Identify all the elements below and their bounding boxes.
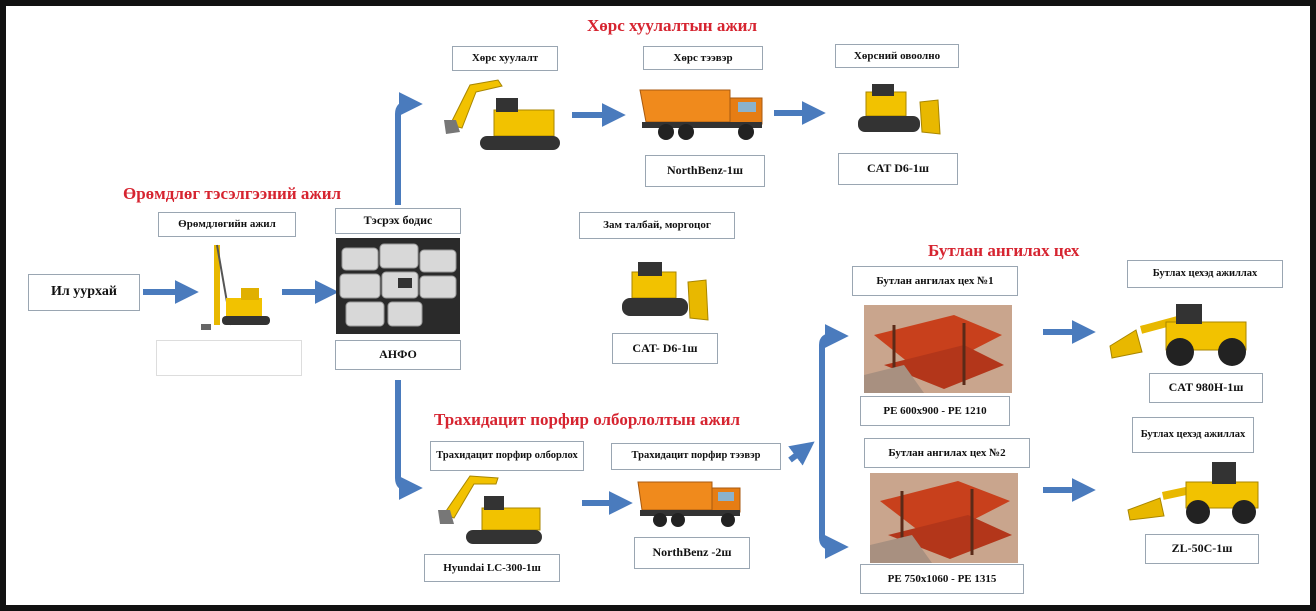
drilling-work-box: Өрөмдлөгийн ажил (158, 212, 296, 237)
arrow-split-up (819, 324, 849, 440)
stripping-box: Хөрс хуулалт (452, 46, 558, 71)
arrow-split-down (819, 440, 849, 559)
dump-truck-image-1 (639, 89, 763, 140)
road-area-box: Зам талбай, моргоцог (579, 212, 735, 239)
soil-transport-box: Хөрс тээвэр (643, 46, 763, 70)
crush-work-1-box: Бутлах цехэд ажиллах (1127, 260, 1283, 288)
northbenz-1-box: NorthBenz-1ш (645, 155, 765, 187)
bulldozer-image-2 (622, 262, 709, 321)
section-title-porphyry: Трахидацит порфир олборлолтын ажил (434, 410, 741, 429)
crusher-image-1 (864, 305, 1012, 393)
northbenz-2-box: NorthBenz -2ш (634, 537, 750, 569)
crush-shop-2-box: Бутлан ангилах цех №2 (864, 438, 1030, 468)
drill-rig-image (201, 244, 270, 330)
dump-truck-image-2 (637, 481, 741, 527)
excavator-image-1 (444, 79, 560, 150)
crush-shop-1-box: Бутлан ангилах цех №1 (852, 266, 1018, 296)
zl50c-box: ZL-50C-1ш (1145, 534, 1259, 564)
section-title-drilling: Өрөмдлөг тэсэлгээний ажил (123, 184, 342, 203)
section-title-crushing: Бутлан ангилах цех (928, 241, 1080, 260)
excavator-image-2 (438, 475, 542, 544)
crusher-image-2 (870, 473, 1018, 563)
anfo-box: АНФО (335, 340, 461, 370)
hyundai-box: Hyundai LC-300-1ш (424, 554, 560, 582)
cat-d6-1-box: CAT D6-1ш (838, 153, 958, 185)
crush-work-2-box: Бутлах цехэд ажиллах (1132, 417, 1254, 453)
arrow-down-to-porphyry (395, 380, 423, 500)
open-pit-box: Ил уурхай (28, 274, 140, 311)
porphyry-mining-box: Трахидацит порфир олборлох (430, 441, 584, 471)
cat-d6-2-box: CAT- D6-1ш (612, 333, 718, 364)
bulldozer-image-1 (858, 84, 941, 135)
pe-1-box: PE 600x900 - PE 1210 (860, 396, 1010, 426)
explosive-bags-image (336, 238, 460, 334)
porphyry-transport-box: Трахидацит порфир тээвэр (611, 443, 781, 470)
arrow-up-to-stripping (395, 92, 423, 205)
pe-2-box: PE 750x1060 - PE 1315 (860, 564, 1024, 594)
explosive-box: Тэсрэх бодис (335, 208, 461, 234)
drill-image-frame (156, 340, 302, 376)
wheel-loader-image-1 (1109, 304, 1247, 366)
arrow-truck2-to-split (788, 441, 815, 466)
wheel-loader-image-2 (1127, 462, 1259, 524)
soil-dump-box: Хөрсний овоолно (835, 44, 959, 68)
section-title-overburden: Хөрс хуулалтын ажил (587, 16, 758, 35)
cat-980h-box: CAT 980H-1ш (1149, 373, 1263, 403)
